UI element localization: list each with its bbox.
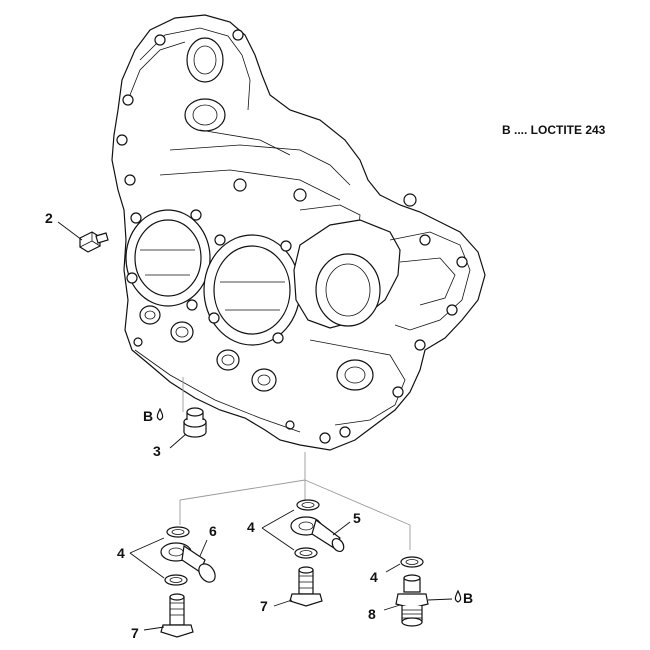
leader-lines xyxy=(179,452,411,550)
banjo-bolt-icon xyxy=(160,593,194,638)
callout-5: 5 xyxy=(353,510,361,526)
adapter-fitting-icon xyxy=(395,574,429,627)
callout-3-loctite: B xyxy=(143,408,153,424)
callout-4-middle: 4 xyxy=(247,519,255,535)
drain-plug-icon xyxy=(79,231,109,253)
callout-7-left: 7 xyxy=(131,625,139,641)
banjo-bolt-icon xyxy=(289,566,323,607)
sealing-washer-icon xyxy=(400,556,424,568)
sealing-washer-icon xyxy=(294,547,318,559)
loctite-drop-icon xyxy=(454,589,462,603)
callout-7-middle: 7 xyxy=(260,598,268,614)
callout-4-right: 4 xyxy=(370,569,378,585)
callout-8-loctite: B xyxy=(463,590,473,606)
banjo-fitting-icon xyxy=(160,542,216,583)
callout-6: 6 xyxy=(209,523,217,539)
banjo-fitting-icon xyxy=(290,516,345,553)
callout-4-left: 4 xyxy=(117,545,125,561)
crankcase-drawing xyxy=(111,14,486,451)
sealing-washer-icon xyxy=(296,499,320,511)
plug-icon xyxy=(183,407,207,438)
callout-8: 8 xyxy=(368,606,376,622)
loctite-drop-icon xyxy=(156,407,164,421)
callout-2: 2 xyxy=(45,210,53,226)
sealing-washer-icon xyxy=(164,574,188,586)
sealing-washer-icon xyxy=(166,526,190,538)
callout-3: 3 xyxy=(153,443,161,459)
loctite-note: B .... LOCTITE 243 xyxy=(502,123,606,137)
